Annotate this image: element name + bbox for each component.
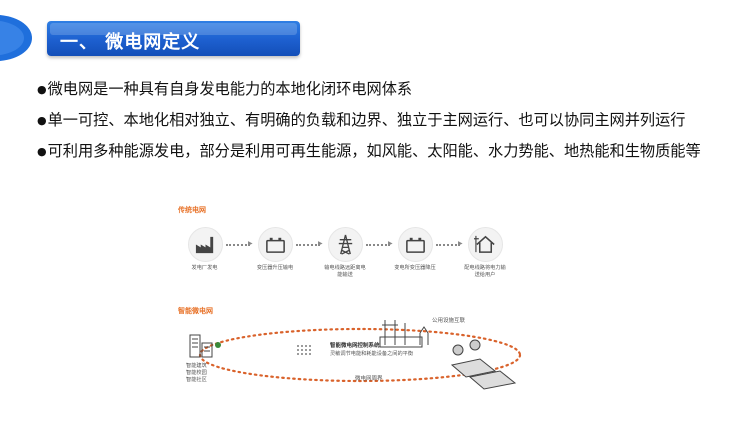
definition-list: ●微电网是一种具有自身发电能力的本地化闭环电网体系 ●单一可控、本地化相对独立、… [37,80,701,173]
step-caption: 输电线路远距离电能输送 [324,265,366,278]
control-system-desc: 灵敏调节电能和耗能设备之间的平衡 [330,351,414,357]
bullet-text: 可利用多种能源发电，部分是利用可再生能源，如风能、太阳能、水力势能、地热能和生物… [47,142,701,160]
bullet-text: 微电网是一种具有自身发电能力的本地化闭环电网体系 [47,80,413,98]
bullet-text: 单一可控、本地化相对独立、有明确的负载和边界、独立于主网运行、也可以协同主网并列… [47,111,686,129]
user-distribution-node [468,227,503,262]
arrow-icon: ▶ [248,240,253,247]
step-caption: 配电线路将电力输送给用户 [464,265,506,278]
bullet-item: ●微电网是一种具有自身发电能力的本地化闭环电网体系 [37,80,701,98]
factory-icon [195,236,214,254]
transformer-icon [406,237,425,253]
house-icon [474,235,495,253]
step-down-transformer-node [398,227,433,262]
load-caption: 智能建筑 [186,363,207,369]
pylon-icon [338,234,353,255]
power-plant-node [188,227,223,262]
step-caption: 变电所变压器降压 [394,265,436,271]
load-caption: 智能校园 [186,370,207,376]
transformer-icon [266,237,285,253]
bullet-item: ●可利用多种能源发电，部分是利用可再生能源，如风能、太阳能、水力势能、地热能和生… [37,142,701,160]
bullet-dot: ● [37,83,47,96]
arrow-icon: ▶ [318,240,323,247]
arrow-icon: ▶ [458,240,463,247]
connector-line [296,244,320,246]
grid-comparison-diagram: 传统电网 ▶ ▶ ▶ ▶ 发电厂发电 变压器升压输电 输电线路远距离电能输送 变… [170,195,540,395]
traditional-grid-label: 传统电网 [178,206,206,214]
connector-line [226,244,250,246]
bullet-item: ●单一可控、本地化相对独立、有明确的负载和边界、独立于主网运行、也可以协同主网并… [37,111,701,129]
boundary-caption: 微电网周界 [355,376,383,382]
transmission-tower-node [328,227,363,262]
load-caption: 智能社区 [186,377,207,383]
section-title-bar: 一、 微电网定义 [47,21,300,56]
connector-line [366,244,390,246]
step-caption: 变压器升压输电 [256,265,294,271]
smart-grid-label: 智能微电网 [178,307,213,315]
arrow-icon: ▶ [388,240,393,247]
connector-line [436,244,460,246]
control-system-title: 智能微电网控制系统 [330,343,380,349]
step-caption: 发电厂发电 [191,265,218,271]
public-grid-caption: 公用设施互联 [432,318,466,324]
section-title: 一、 微电网定义 [60,32,201,53]
bullet-dot: ● [37,145,47,158]
microgrid-boundary-ring [189,320,522,390]
corner-decoration [0,15,32,61]
bullet-dot: ● [37,114,47,127]
step-up-transformer-node [258,227,293,262]
